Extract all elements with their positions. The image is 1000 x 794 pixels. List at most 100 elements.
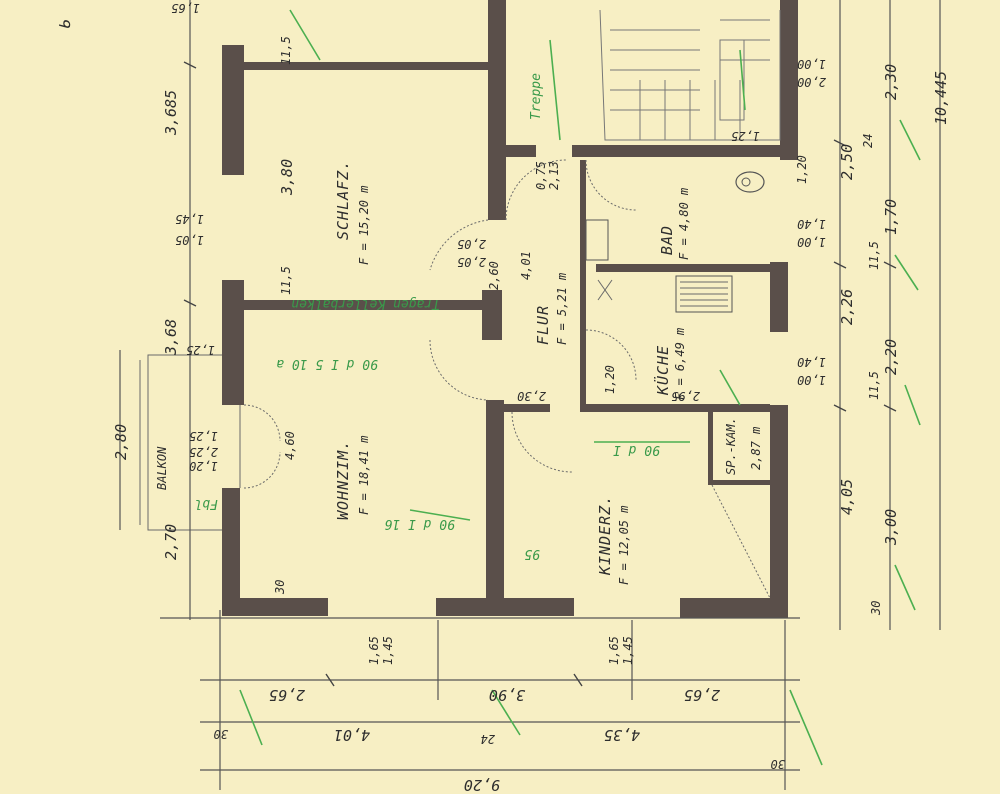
room-area-speisekammer: 2,87 m bbox=[749, 427, 763, 470]
window-label-2-25: 2,25 bbox=[189, 445, 218, 459]
walls bbox=[222, 0, 798, 618]
room-area-wohnzim: F = 18,41 m bbox=[357, 436, 371, 515]
wall-speisekammer-left bbox=[708, 412, 713, 484]
dim-left-3-685: 3,685 bbox=[162, 90, 180, 136]
note-90d-i5: 90 d I 5 10 a bbox=[276, 356, 378, 371]
wall-bottom-left bbox=[222, 598, 328, 616]
room-name-balkon: BALKON bbox=[155, 446, 169, 490]
window-label-1-25: 1,25 bbox=[189, 429, 218, 443]
room-labels: SCHLAFZ. F = 15,20 m WOHNZIM. F = 18,41 … bbox=[155, 160, 763, 585]
dim-right-small-1: 1,00 bbox=[797, 57, 826, 71]
chimney bbox=[482, 290, 502, 340]
dim-left-2-80: 2,80 bbox=[112, 424, 130, 460]
wall-flur-top bbox=[506, 145, 536, 157]
dim-right-2-20: 2,20 bbox=[882, 339, 900, 375]
dim-int-11-5-mid: 11,5 bbox=[279, 266, 293, 295]
kitchen-stove bbox=[675, 275, 733, 313]
dim-bottom-30-left: 30 bbox=[214, 727, 229, 741]
room-area-kinderz: F = 12,05 m bbox=[617, 506, 631, 585]
dim-int-30: 30 bbox=[273, 580, 287, 595]
dim-right-4-05: 4,05 bbox=[838, 479, 856, 515]
dim-int-1-25-left: 1,25 bbox=[186, 343, 215, 357]
dim-int-2-60: 2,60 bbox=[487, 261, 501, 290]
dim-right-2-50: 2,50 bbox=[838, 144, 856, 180]
dim-bottom-24: 24 bbox=[481, 732, 495, 746]
dim-left-3-68: 3,68 bbox=[162, 319, 180, 356]
dimension-lines bbox=[119, 0, 941, 790]
dim-left-2-70: 2,70 bbox=[162, 524, 180, 560]
wall-speisekammer-bottom bbox=[708, 480, 770, 485]
bathtub bbox=[585, 219, 609, 261]
note-fbl: Fbl bbox=[195, 496, 218, 511]
note-tragen-kellerbalken: Tragen Kellerbalken bbox=[291, 296, 440, 311]
wall-left-upper bbox=[222, 45, 244, 175]
dim-right-2-26: 2,26 bbox=[838, 289, 856, 325]
dim-opening-1-45-left: 1,45 bbox=[381, 636, 395, 665]
room-area-bad: F = 4,80 m bbox=[677, 188, 691, 260]
dim-right-small-6: 1,00 bbox=[797, 373, 826, 387]
dim-opening-1-65-left: 1,65 bbox=[367, 636, 381, 665]
dim-int-11-5-top: 11,5 bbox=[279, 36, 293, 65]
dim-bottom-2-65-left: 2,65 bbox=[269, 686, 305, 704]
left-dimensions: 1,65 3,685 1,45 1,05 3,68 2,80 2,70 bbox=[112, 1, 204, 560]
dim-bottom-30-right: 30 bbox=[771, 757, 786, 771]
dim-bottom-total: 9,20 bbox=[464, 776, 500, 794]
room-name-bad: BAD bbox=[658, 225, 676, 255]
dim-opening-1-45-right: 1,45 bbox=[621, 636, 635, 665]
right-dimensions: 2,30 2,50 1,70 2,26 2,20 4,05 3,00 30 10… bbox=[797, 57, 950, 616]
wall-flur-kinderz bbox=[504, 404, 550, 412]
room-area-schlafz: F = 15,20 m bbox=[357, 186, 371, 265]
dim-right-small-9: 11,5 bbox=[867, 371, 881, 400]
dim-int-2-30: 2,30 bbox=[517, 389, 546, 403]
room-area-kueche: F = 6,49 m bbox=[673, 328, 687, 400]
note-95: 95 bbox=[524, 546, 540, 561]
dim-left-1-05: 1,05 bbox=[175, 233, 204, 247]
dim-right-small-7: 24 bbox=[861, 134, 875, 148]
dim-int-2-13: 2,13 bbox=[547, 161, 561, 190]
dim-right-small-2: 2,00 bbox=[797, 75, 826, 89]
dim-bottom-4-01: 4,01 bbox=[334, 726, 370, 744]
window-label-4-60: 4,60 bbox=[283, 431, 297, 460]
stairs bbox=[599, 9, 781, 141]
toilet bbox=[735, 171, 765, 193]
green-annotations bbox=[239, 9, 921, 766]
green-notes: Treppe Tragen Kellerbalken 90 d I 5 10 a… bbox=[195, 73, 660, 561]
dim-right-30: 30 bbox=[869, 601, 883, 616]
dim-int-3-80: 3,80 bbox=[278, 159, 296, 196]
dim-int-4-01: 4,01 bbox=[519, 251, 533, 280]
wall-right-upper bbox=[780, 0, 798, 160]
dim-int-2-05-a: 2,05 bbox=[457, 237, 486, 251]
note-treppe: Treppe bbox=[529, 73, 544, 120]
north-marker: ᑲ bbox=[56, 19, 74, 30]
room-name-wohnzim: WOHNZIM. bbox=[334, 440, 352, 520]
dim-int-0-75: 0,75 bbox=[534, 161, 548, 190]
dim-int-1-25-stair: 1,25 bbox=[731, 129, 760, 143]
wall-kueche-kinderz bbox=[580, 404, 770, 412]
dim-right-2-30: 2,30 bbox=[882, 64, 900, 100]
dim-right-total: 10,445 bbox=[932, 71, 950, 125]
dim-int-1-20-kueche: 1,20 bbox=[603, 365, 617, 394]
wall-flur-right bbox=[580, 160, 586, 412]
dim-opening-1-65-right: 1,65 bbox=[607, 636, 621, 665]
dim-right-3-00: 3,00 bbox=[882, 509, 900, 546]
dim-int-1-20-bad: 1,20 bbox=[795, 155, 809, 184]
wall-left-lower bbox=[222, 488, 240, 616]
kitchen-sink bbox=[597, 279, 613, 301]
doors bbox=[239, 159, 771, 599]
interior-dimensions: 11,5 3,80 11,5 2,05 2,05 4,01 0,75 2,13 … bbox=[186, 36, 809, 595]
bottom-dimensions: 2,65 3,90 2,65 30 4,01 24 4,35 30 9,20 1… bbox=[214, 636, 786, 794]
note-90d-i16: 90 d I 16 bbox=[384, 516, 455, 531]
dim-int-2-05-b: 2,05 bbox=[457, 255, 486, 269]
wall-bottom-right bbox=[680, 598, 788, 618]
wall-schlafz-top bbox=[244, 62, 490, 70]
dim-left-1-45: 1,45 bbox=[175, 212, 204, 226]
balcony bbox=[139, 354, 222, 531]
wall-right-middle bbox=[770, 262, 788, 332]
dim-bottom-3-90: 3,90 bbox=[489, 686, 526, 704]
wall-central-lower bbox=[486, 400, 504, 615]
room-name-kueche: KÜCHE bbox=[653, 345, 672, 396]
wall-left-middle bbox=[222, 280, 244, 405]
dim-right-small-3: 1,40 bbox=[797, 217, 826, 231]
note-90d-i: 90 d I bbox=[613, 442, 660, 457]
